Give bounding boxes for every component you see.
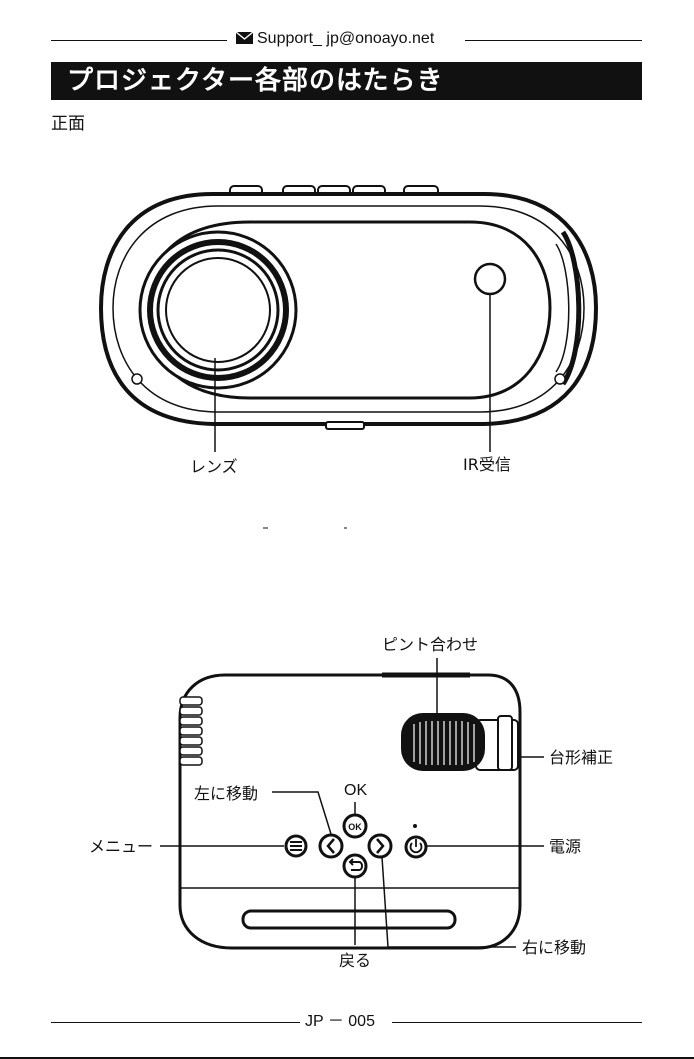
vent-bar [180, 737, 202, 745]
power-indicator-led [413, 824, 417, 828]
label-power: 電源 [549, 837, 581, 857]
ok-button[interactable]: OK [344, 815, 366, 837]
left-button[interactable] [320, 835, 342, 857]
label-focus: ピント合わせ [382, 635, 478, 655]
vent-bar [180, 747, 202, 755]
page-number: JP － 005 [305, 1012, 375, 1032]
label-ok: OK [344, 781, 367, 801]
right-button[interactable] [369, 835, 391, 857]
footer-rule-right [392, 1022, 642, 1023]
footer-rule-left [51, 1022, 300, 1023]
top-front-slot [243, 911, 455, 928]
keystone-wheel-slot [498, 716, 512, 770]
back-button[interactable] [344, 855, 366, 877]
vent-bar [180, 707, 202, 715]
vent-bar [180, 727, 202, 735]
label-move-left: 左に移動 [194, 784, 258, 804]
label-menu: メニュー [89, 837, 153, 857]
vent-bar [180, 717, 202, 725]
menu-button[interactable] [286, 836, 306, 856]
ok-button-text: OK [348, 822, 362, 832]
label-keystone: 台形補正 [549, 748, 613, 768]
vent-bar [180, 757, 202, 765]
label-back: 戻る [339, 951, 371, 971]
vent-bar [180, 697, 202, 705]
label-move-right: 右に移動 [522, 938, 586, 958]
vent-grille [180, 697, 202, 765]
